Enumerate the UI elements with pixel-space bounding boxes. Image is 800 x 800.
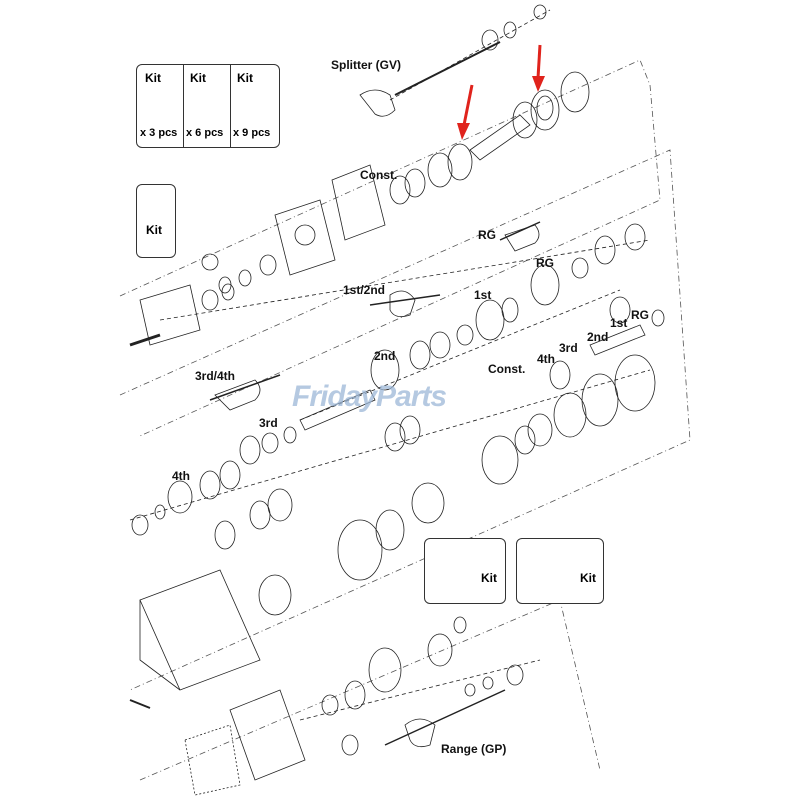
label-2nd: 2nd [374,349,396,363]
fork-1st-2nd [389,290,416,318]
kit-table: Kit Kit Kit x 3 pcs x 6 pcs x 9 pcs [136,64,280,148]
label-4th-right: 4th [537,352,555,366]
section-frame-bottom [139,599,601,781]
watermark-logo: FridayParts [292,380,447,413]
gasket [184,724,241,796]
label-2nd-right: 2nd [587,330,609,344]
section-frame-middle [119,149,691,691]
label-4th: 4th [172,469,190,483]
kit-header-3: Kit [237,71,253,85]
kit-bearings-right-box: Kit [516,538,604,604]
label-rg-gear: RG [536,256,554,270]
rear-housing [229,689,306,781]
axis-mainshaft [299,289,621,421]
arrow-left [462,84,474,126]
cover-plate [331,164,386,241]
label-range: Range (GP) [441,742,507,756]
input-shaft [469,114,531,161]
label-1st: 1st [474,288,492,302]
range-fork [404,718,436,748]
axis-range [299,659,541,721]
kit-qty-1: x 3 pcs [140,127,178,139]
label-3rd-right: 3rd [559,341,578,355]
label-const-mid: Const. [488,362,526,376]
arrow-right [536,44,542,79]
label-1st-right: 1st [610,316,628,330]
label-const-top: Const. [360,168,398,182]
label-rg-right: RG [631,308,649,322]
mainshaft [299,389,376,431]
kit-single-label: Kit [146,223,162,237]
label-3rd-4th: 3rd/4th [195,369,236,383]
housing-front [274,199,336,276]
right-shaft [589,324,646,356]
kit-qty-3: x 9 pcs [233,127,271,139]
kit-bearings-right-label: Kit [580,571,596,585]
kit-bearings-left-label: Kit [481,571,497,585]
kit-header-1: Kit [145,71,161,85]
kit-single-box: Kit [136,184,176,258]
section-frame-top [119,59,661,437]
axis-top [159,239,651,321]
label-1st-2nd: 1st/2nd [343,283,386,297]
kit-qty-2: x 6 pcs [186,127,224,139]
rg-fork [504,224,540,252]
fork-3rd-4th [214,379,261,411]
kit-header-2: Kit [190,71,206,85]
kit-bearings-left-box: Kit [424,538,506,604]
highlight-arrows [457,44,545,140]
label-rg-fork: RG [478,228,496,242]
label-splitter: Splitter (GV) [331,58,402,72]
splitter-fork [359,89,396,117]
gearbox-housing [139,569,261,691]
front-cover [139,284,201,346]
label-3rd: 3rd [259,416,278,430]
